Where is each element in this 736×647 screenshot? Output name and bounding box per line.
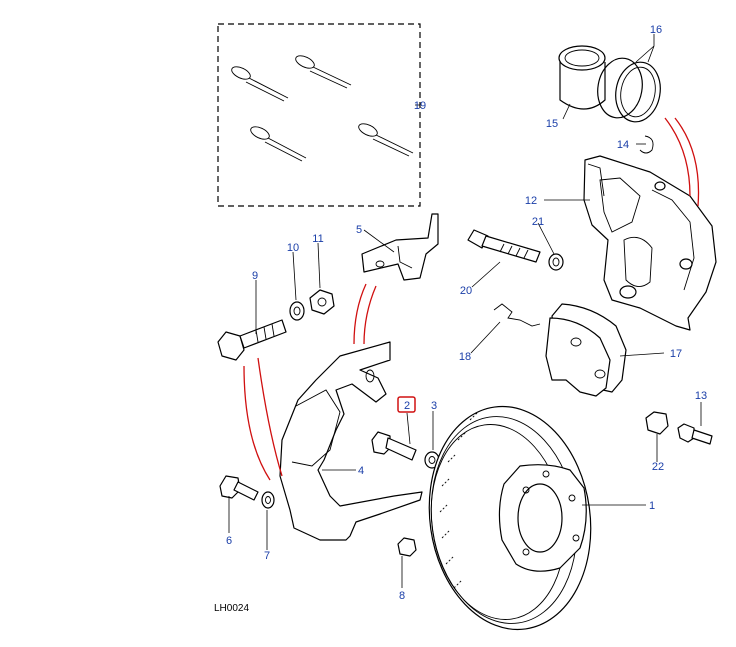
callout-5[interactable]: 5 — [356, 224, 362, 236]
leader-lines — [228, 34, 702, 588]
assembly-guides — [243, 117, 700, 481]
nut-22 — [645, 411, 669, 435]
brake-pads — [545, 303, 627, 397]
callout-16[interactable]: 16 — [650, 24, 662, 36]
callout-1[interactable]: 1 — [649, 500, 655, 512]
callout-11[interactable]: 11 — [312, 233, 323, 245]
split-pin-kit — [217, 23, 421, 207]
piston-seals — [597, 57, 661, 123]
caliper-piston — [558, 45, 606, 110]
callout-14[interactable]: 14 — [617, 139, 629, 151]
callout-13[interactable]: 13 — [695, 390, 707, 402]
callout-2[interactable]: 2 — [404, 400, 410, 412]
mounting-bracket — [361, 213, 439, 281]
washer-10 — [289, 301, 305, 321]
brake-disc — [428, 405, 592, 631]
callout-9[interactable]: 9 — [252, 270, 258, 282]
dust-shield — [279, 341, 423, 541]
callout-15[interactable]: 15 — [546, 118, 558, 130]
guide-bolt — [467, 229, 541, 263]
callout-12[interactable]: 12 — [525, 195, 537, 207]
washer-7 — [261, 491, 275, 509]
callout-3[interactable]: 3 — [431, 400, 437, 412]
callout-7[interactable]: 7 — [264, 550, 270, 562]
callout-21[interactable]: 21 — [532, 216, 544, 228]
callout-4[interactable]: 4 — [358, 465, 364, 477]
callout-20[interactable]: 20 — [460, 285, 472, 297]
bleed-screw-13 — [677, 423, 713, 445]
nut-8 — [397, 537, 417, 557]
callout-10[interactable]: 10 — [287, 242, 299, 254]
callout-22[interactable]: 22 — [652, 461, 664, 473]
anti-rattle-spring — [493, 303, 541, 327]
callout-17[interactable]: 17 — [670, 348, 682, 360]
callout-19[interactable]: 19 — [414, 100, 426, 112]
reference-code: LH0024 — [214, 603, 249, 614]
bolt-2 — [371, 431, 417, 461]
callout-6[interactable]: 6 — [226, 535, 232, 547]
circlip — [639, 135, 654, 154]
callout-18[interactable]: 18 — [459, 351, 471, 363]
callout-8[interactable]: 8 — [399, 590, 405, 602]
brake-caliper — [583, 155, 717, 331]
nut-11 — [309, 289, 335, 315]
bolt-6 — [219, 475, 259, 501]
mounting-bolt-9 — [217, 319, 287, 361]
highlight-box — [397, 396, 416, 413]
washer-21 — [548, 253, 564, 271]
